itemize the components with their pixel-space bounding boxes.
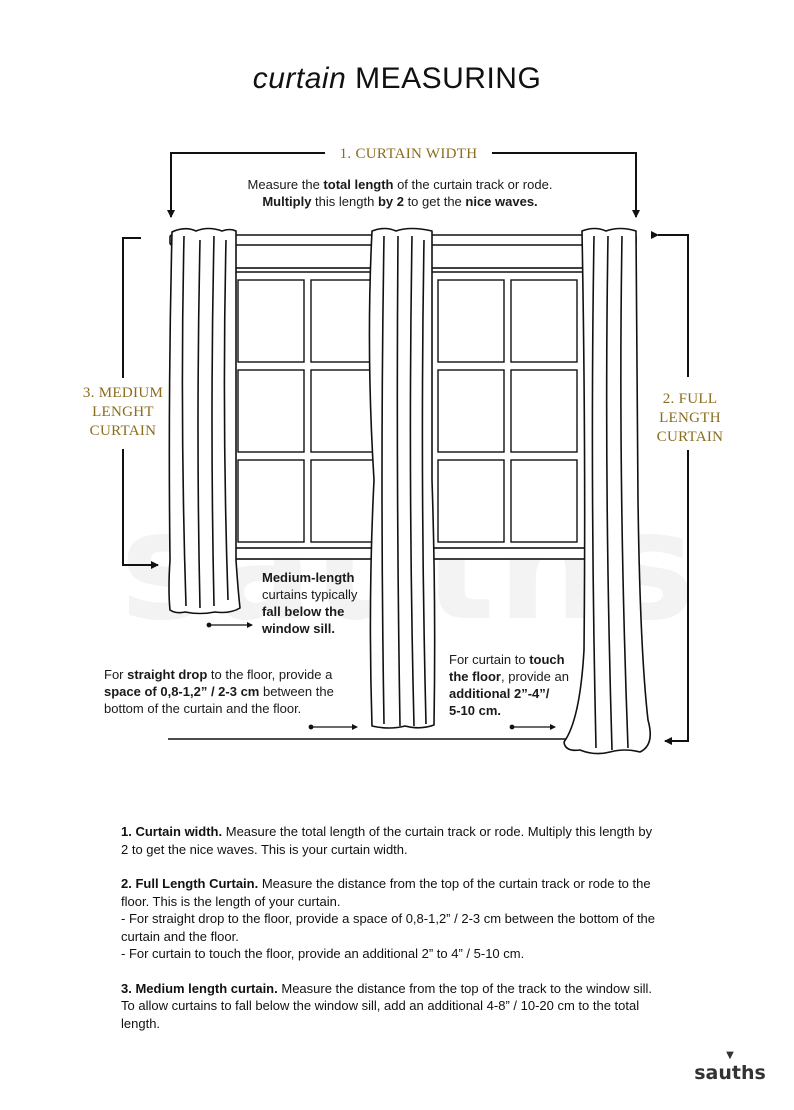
curtain-left — [168, 227, 241, 615]
instruction-full: 2. Full Length Curtain. Measure the dist… — [121, 875, 661, 963]
instruction-width: 1. Curtain width. Measure the total leng… — [121, 824, 653, 857]
instruction-full-bullet1: - For straight drop to the floor, provid… — [121, 911, 656, 944]
width-bracket — [167, 152, 640, 218]
curtain-right — [563, 227, 651, 755]
page-title: curtain MEASURING — [0, 62, 794, 96]
straight-drop-note: For straight drop to the floor, provide … — [104, 667, 334, 716]
instruction-full-bullet2: - For curtain to touch the floor, provid… — [121, 946, 525, 961]
gap-arrows — [206, 622, 556, 730]
label-curtain-width: 1. CURTAIN WIDTH — [339, 146, 478, 162]
medium-length-bracket — [122, 237, 159, 569]
width-note-line1: Measure the total length of the curtain … — [247, 177, 553, 192]
label-full-line3: CURTAIN — [656, 429, 724, 445]
label-full-line1: 2. FULL — [662, 391, 718, 407]
brand-name: sauths — [694, 1062, 766, 1084]
label-medium-line1: 3. MEDIUM — [82, 385, 164, 401]
touch-floor-note: For curtain to touch the floor, provide … — [449, 652, 569, 718]
instruction-medium: 3. Medium length curtain. Measure the di… — [121, 980, 653, 1031]
width-note-line2: Multiply this length by 2 to get the nic… — [262, 194, 538, 209]
width-note: Measure the total length of the curtain … — [180, 176, 620, 210]
label-medium-line3: CURTAIN — [89, 423, 157, 439]
curtain-middle — [368, 227, 436, 729]
window-panes — [237, 279, 578, 543]
brand-mark-icon: ▼ — [726, 1050, 734, 1061]
title-rest: MEASURING — [355, 62, 542, 95]
label-full-length: 2. FULL LENGTH CURTAIN — [640, 390, 740, 447]
curtain-diagram — [122, 152, 689, 755]
label-medium-line2: LENGHT — [92, 404, 154, 420]
label-full-line2: LENGTH — [659, 410, 721, 426]
label-medium-length: 3. MEDIUM LENGHT CURTAIN — [68, 384, 178, 441]
instructions: 1. Curtain width. Measure the total leng… — [121, 823, 661, 1049]
title-italic: curtain — [252, 62, 347, 95]
brand-logo: ▼ sauths — [690, 1050, 770, 1085]
medium-note: Medium-length curtains typically fall be… — [262, 570, 358, 636]
full-length-bracket — [651, 231, 689, 745]
